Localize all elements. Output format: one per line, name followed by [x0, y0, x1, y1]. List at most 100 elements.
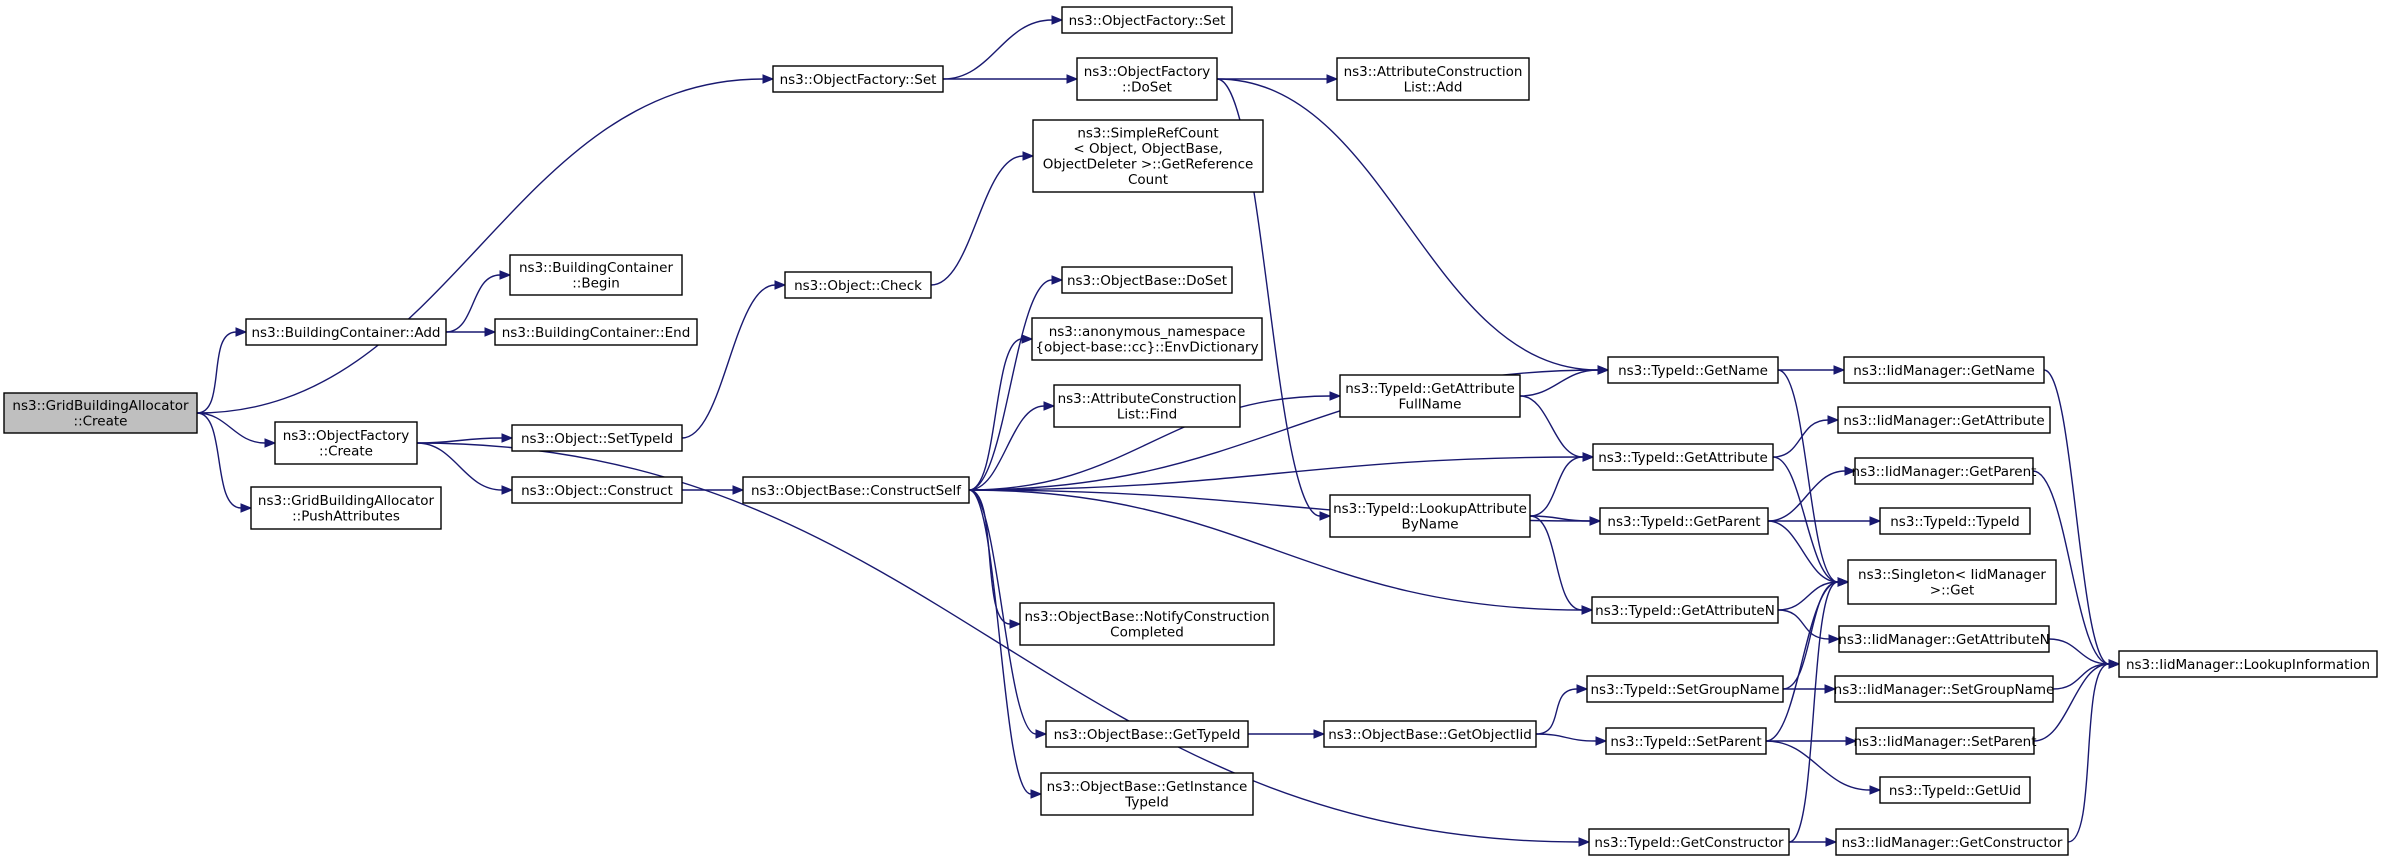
edge-arrowhead: [1009, 619, 1022, 629]
edge-tid-getattrfullname-to-tid-getname: [1519, 365, 1610, 397]
node-box: [1339, 374, 1521, 418]
edge-arrowhead: [1597, 365, 1610, 375]
node-of-set-b[interactable]: ns3::ObjectFactory::Set: [1061, 6, 1233, 34]
node-iid-getattribute[interactable]: ns3::IidManager::GetAttribute: [1837, 406, 2051, 434]
node-obj-check[interactable]: ns3::Object::Check: [784, 271, 932, 299]
edge-line: [1216, 78, 1321, 517]
node-ob-constructself[interactable]: ns3::ObjectBase::ConstructSelf: [742, 476, 970, 504]
node-ob-doset[interactable]: ns3::ObjectBase::DoSet: [1061, 266, 1233, 294]
edge-line: [1777, 609, 1830, 640]
node-envdict[interactable]: ns3::anonymous_namespace{object-base::cc…: [1031, 317, 1263, 361]
edge-ob-constructself-to-ob-getinstance: [968, 489, 1043, 799]
edge-line: [1777, 369, 1839, 583]
node-label-line: ns3::TypeId::SetParent: [1610, 734, 1761, 750]
node-ob-gettypeid[interactable]: ns3::ObjectBase::GetTypeId: [1045, 720, 1249, 748]
node-gba-push[interactable]: ns3::GridBuildingAllocator::PushAttribut…: [250, 486, 442, 530]
edge-tid-getparent-to-tid-typeid: [1767, 516, 1882, 526]
edge-arrowhead: [240, 503, 253, 513]
node-tid-getattribute[interactable]: ns3::TypeId::GetAttribute: [1592, 443, 1774, 471]
node-label-line: ns3::ObjectFactory: [1084, 64, 1211, 80]
node-label-line: ns3::AttributeConstruction: [1344, 64, 1523, 80]
edge-arrowhead: [1043, 401, 1056, 411]
node-iid-getconstructor[interactable]: ns3::IidManager::GetConstructor: [1835, 828, 2069, 856]
node-tid-typeid[interactable]: ns3::TypeId::TypeId: [1879, 507, 2031, 535]
node-label-line: ns3::IidManager::GetAttribute: [1843, 413, 2044, 429]
node-label-line: >::Get: [1930, 583, 1974, 599]
edge-line: [416, 442, 1580, 843]
node-tid-getname[interactable]: ns3::TypeId::GetName: [1607, 356, 1779, 384]
node-label-line: ns3::ObjectFactory::Set: [1069, 13, 1226, 29]
edge-ob-getobjectiid-to-tid-setparent: [1535, 733, 1608, 746]
node-iid-getattributen[interactable]: ns3::IidManager::GetAttributeN: [1838, 625, 2050, 653]
edge-of-doset-to-acl-add: [1217, 74, 1339, 84]
node-bc-add[interactable]: ns3::BuildingContainer::Add: [245, 318, 447, 346]
node-iid-getparent[interactable]: ns3::IidManager::GetParent: [1852, 457, 2037, 485]
node-ob-getobjectiid[interactable]: ns3::ObjectBase::GetObjectIid: [1323, 720, 1537, 748]
node-of-set-a[interactable]: ns3::ObjectFactory::Set: [772, 65, 944, 93]
node-tid-getconstructor[interactable]: ns3::TypeId::GetConstructor: [1588, 828, 1790, 856]
edge-tid-getattrfullname-to-tid-getattribute: [1519, 395, 1595, 462]
edge-line: [968, 489, 1032, 795]
node-box: [1061, 6, 1233, 34]
node-tid-getattributen[interactable]: ns3::TypeId::GetAttributeN: [1591, 596, 1779, 624]
node-obj-settypeid[interactable]: ns3::Object::SetTypeId: [511, 424, 683, 452]
edge-line: [1767, 470, 1846, 522]
edge-tid-getparent-to-iid-getparent: [1767, 466, 1857, 522]
node-gba-create[interactable]: ns3::GridBuildingAllocator::Create: [3, 392, 198, 434]
edge-arrowhead: [501, 485, 514, 495]
edge-tid-lookupattr-to-tid-getattributen: [1529, 515, 1594, 615]
node-box: [494, 318, 698, 346]
edge-arrowhead: [1595, 736, 1608, 746]
node-obj-construct[interactable]: ns3::Object::Construct: [511, 476, 683, 504]
node-tid-getparent[interactable]: ns3::TypeId::GetParent: [1599, 507, 1769, 535]
edge-tid-lookupattr-to-tid-getattribute: [1529, 452, 1595, 517]
node-label-line: ns3::ObjectBase::ConstructSelf: [751, 483, 962, 499]
node-label-line: ns3::SimpleRefCount: [1077, 126, 1218, 142]
node-tid-setgroupname[interactable]: ns3::TypeId::SetGroupName: [1586, 675, 1784, 703]
node-label-line: ns3::Object::SetTypeId: [521, 431, 673, 447]
edge-of-set-a-to-of-set-b: [942, 15, 1064, 80]
edge-line: [968, 489, 1037, 735]
edge-arrowhead: [732, 485, 745, 495]
node-label-line: ns3::IidManager::GetConstructor: [1842, 835, 2063, 851]
node-iid-setgroupname[interactable]: ns3::IidManager::SetGroupName: [1834, 675, 2055, 703]
node-box: [245, 318, 447, 346]
node-ob-notify[interactable]: ns3::ObjectBase::NotifyConstructionCompl…: [1019, 602, 1275, 646]
node-iid-setparent[interactable]: ns3::IidManager::SetParent: [1854, 727, 2037, 755]
node-bc-begin[interactable]: ns3::BuildingContainer::Begin: [509, 254, 683, 296]
node-tid-getuid[interactable]: ns3::TypeId::GetUid: [1879, 776, 2031, 804]
edge-of-create-to-tid-getconstructor: [416, 442, 1591, 847]
node-label-line: ::Create: [74, 414, 128, 430]
edge-line: [1788, 581, 1839, 843]
node-box: [511, 476, 683, 504]
node-label-line: ns3::ObjectBase::GetTypeId: [1054, 727, 1241, 743]
node-iid-lookupinfo[interactable]: ns3::IidManager::LookupInformation: [2118, 650, 2378, 678]
node-tid-setparent[interactable]: ns3::TypeId::SetParent: [1605, 727, 1767, 755]
node-iid-getname[interactable]: ns3::IidManager::GetName: [1843, 356, 2045, 384]
node-label-line: ns3::TypeId::SetGroupName: [1590, 682, 1779, 698]
edge-line: [681, 284, 776, 439]
node-box: [1843, 356, 2045, 384]
edge-line: [196, 78, 764, 414]
node-box: [1336, 57, 1530, 101]
node-label-line: < Object, ObjectBase,: [1073, 141, 1222, 157]
node-box: [250, 486, 442, 530]
node-singleton-get[interactable]: ns3::Singleton< IidManager>::Get: [1847, 559, 2057, 605]
node-of-create[interactable]: ns3::ObjectFactory::Create: [274, 421, 418, 465]
edge-arrowhead: [1833, 365, 1846, 375]
node-bc-end[interactable]: ns3::BuildingContainer::End: [494, 318, 698, 346]
node-src-getref[interactable]: ns3::SimpleRefCount< Object, ObjectBase,…: [1032, 119, 1264, 193]
edge-line: [1765, 581, 1839, 742]
edge-line: [968, 456, 1584, 491]
edge-line: [968, 395, 1331, 491]
edge-of-create-to-obj-construct: [416, 442, 514, 495]
node-label-line: ::PushAttributes: [292, 509, 400, 525]
node-label-line: List::Add: [1404, 80, 1463, 96]
edge-arrowhead: [2108, 659, 2121, 669]
node-of-doset[interactable]: ns3::ObjectFactory::DoSet: [1076, 57, 1218, 101]
